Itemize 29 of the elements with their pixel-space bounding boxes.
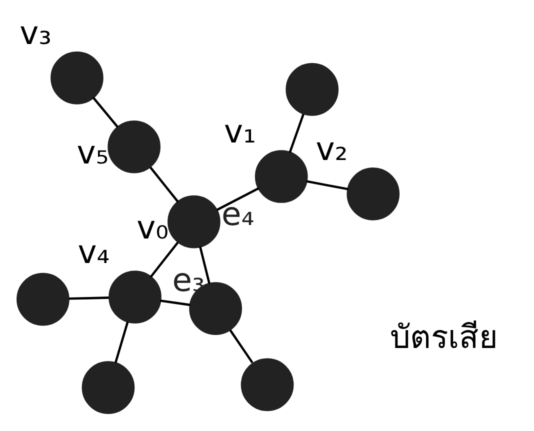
node-circle xyxy=(108,120,160,174)
connector xyxy=(68,296,109,300)
node-circle xyxy=(346,168,400,220)
connector xyxy=(92,96,118,128)
node-circle xyxy=(168,195,220,248)
edge-label: e₄ xyxy=(222,194,254,233)
node-label: v₃ xyxy=(20,14,52,52)
node-label: v₁ xyxy=(224,112,256,150)
connector xyxy=(216,187,260,211)
node-circle xyxy=(50,52,104,104)
connector xyxy=(229,330,254,364)
label: บัตรเสีย xyxy=(390,318,498,356)
connector xyxy=(114,321,129,364)
node-circle xyxy=(82,361,135,414)
node-label: v₅ xyxy=(76,133,109,172)
node-circle xyxy=(286,63,339,116)
connector xyxy=(288,114,304,154)
node-label: v₀ xyxy=(136,208,169,246)
connector xyxy=(150,242,179,278)
node-label: v₄ xyxy=(78,233,110,272)
connector xyxy=(306,180,348,190)
connector xyxy=(160,300,190,306)
connector xyxy=(198,246,210,284)
node-label: v₂ xyxy=(316,130,348,168)
node-circle xyxy=(16,272,70,326)
node-circle xyxy=(108,270,162,324)
node-circle xyxy=(240,358,294,412)
node-circle xyxy=(254,150,308,203)
connector xyxy=(150,166,179,203)
